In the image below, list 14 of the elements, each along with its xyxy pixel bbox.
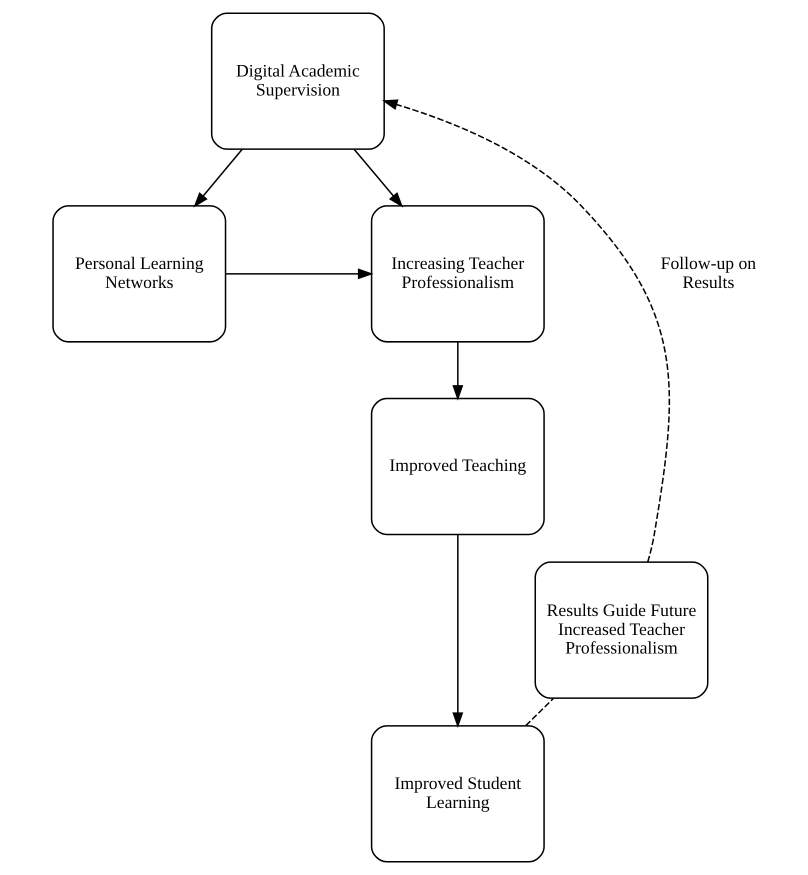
node-box: Results Guide Future Increased Teacher Professionalism (534, 561, 708, 699)
arrow (382, 99, 670, 562)
arrow (194, 149, 243, 208)
connector (525, 698, 554, 726)
node-box: Improved Teaching (370, 398, 545, 536)
arrow (354, 149, 404, 208)
arrow (452, 534, 464, 728)
node-box: Improved Student Learning (370, 725, 545, 863)
arrow (452, 342, 464, 401)
node-box: Increasing Teacher Professionalism (370, 205, 545, 343)
arrow (226, 268, 374, 280)
node-box: Digital Academic Supervision (210, 12, 385, 150)
edge-label: Follow-up on Results (660, 253, 756, 292)
node-box: Personal Learning Networks (52, 205, 226, 343)
